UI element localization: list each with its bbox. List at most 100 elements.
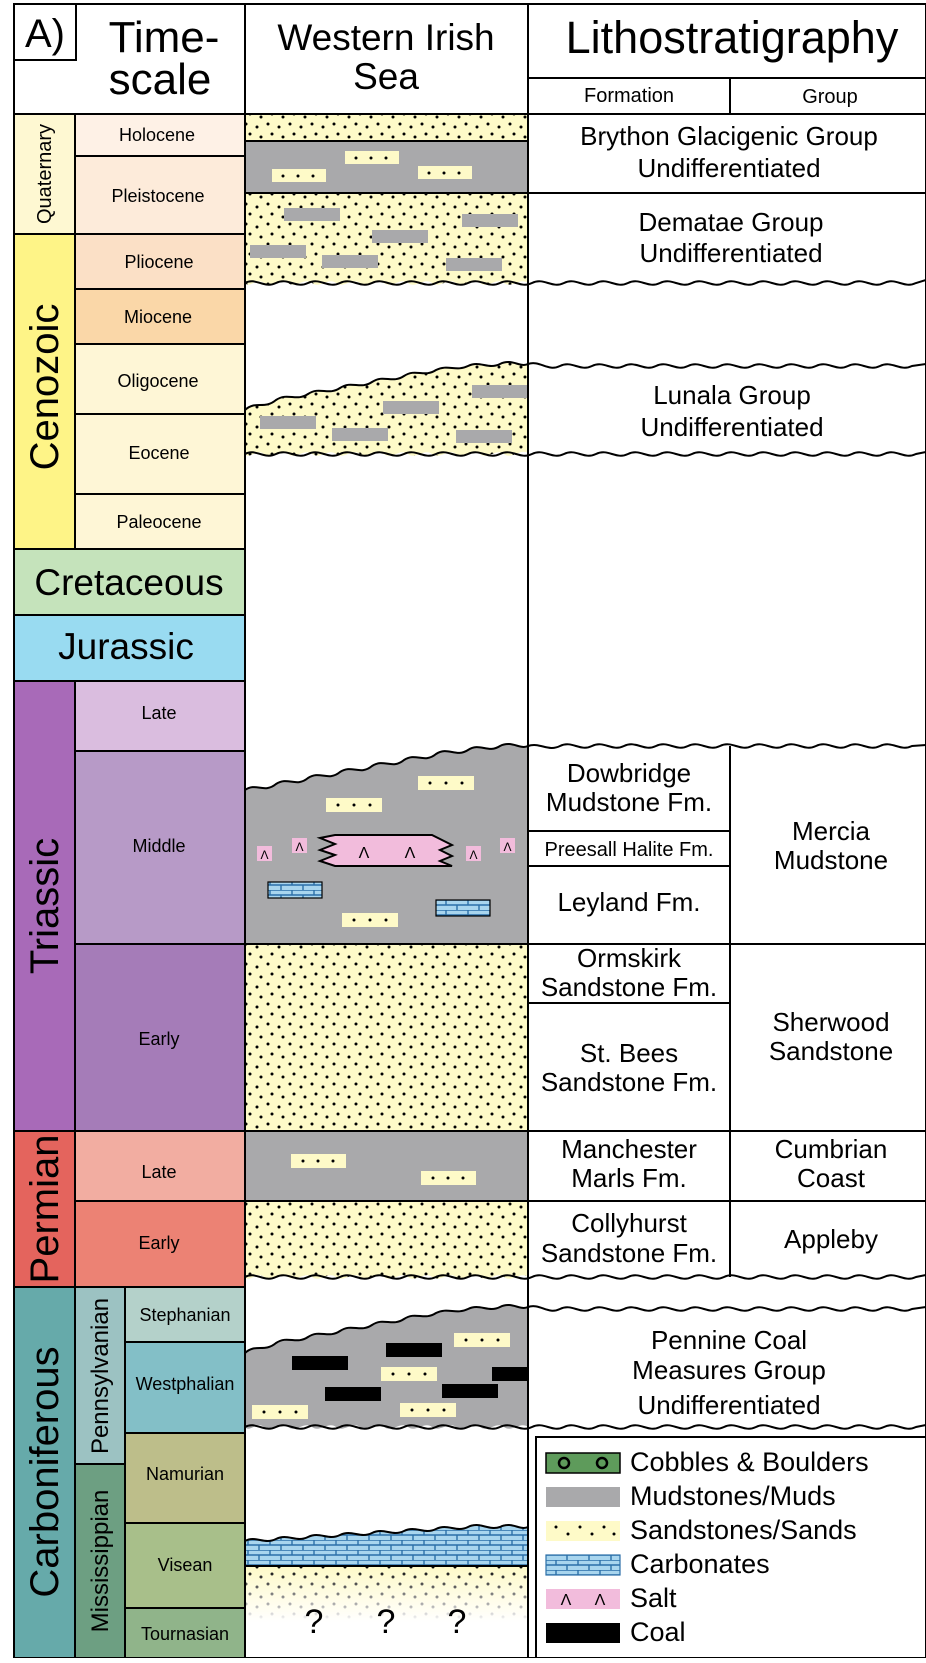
pennine-label-line1: Pennine Coal: [651, 1325, 807, 1355]
sand-lens: [418, 776, 474, 790]
sand-lens: [345, 151, 399, 164]
wis-header-line1: Western Irish: [277, 17, 494, 58]
mud-lens: [260, 416, 316, 429]
cretaceous-label: Cretaceous: [34, 562, 223, 603]
permian-early-label: Early: [138, 1233, 179, 1253]
sand-lens: [400, 1403, 456, 1417]
coal-seam: [386, 1343, 442, 1357]
salt-clast: Λ: [466, 846, 481, 862]
pennine-label-line3: Undifferentiated: [637, 1390, 820, 1420]
namurian-label: Namurian: [146, 1464, 224, 1484]
coal-seam: [325, 1387, 381, 1401]
mud-lens: [383, 401, 439, 414]
sand-lens: [421, 1171, 476, 1185]
manchester-label-line2: Marls Fm.: [571, 1163, 687, 1193]
collyhurst-label-line2: Sandstone Fm.: [541, 1238, 717, 1268]
manchester-mud-unit: [245, 1131, 528, 1201]
salt-body: Λ Λ: [320, 835, 452, 866]
holocene-sand-unit: [245, 114, 528, 141]
triassic-early-label: Early: [138, 1029, 179, 1049]
carboniferous-label: Carboniferous: [23, 1346, 67, 1597]
legend-label: Mudstones/Muds: [630, 1481, 836, 1511]
svg-text:Λ: Λ: [359, 845, 370, 862]
brython-label-line2: Undifferentiated: [637, 153, 820, 183]
coal-seam: [442, 1384, 498, 1398]
unknown-marker: ?: [448, 1603, 467, 1641]
stbees-label-line2: Sandstone Fm.: [541, 1067, 717, 1097]
formation-header: Formation: [584, 85, 674, 107]
litho-header: Lithostratigraphy: [566, 12, 899, 63]
svg-text:Λ: Λ: [405, 845, 416, 862]
triassic-late-label: Late: [141, 703, 176, 723]
cobbles-swatch-icon: [546, 1453, 620, 1473]
cumbrian-label-line1: Cumbrian: [775, 1134, 888, 1164]
legend-label: Coal: [630, 1617, 686, 1647]
cenozoic-label: Cenozoic: [23, 304, 67, 471]
carbonate-swatch-icon: [546, 1555, 620, 1575]
jurassic-label: Jurassic: [58, 626, 194, 667]
stephanian-label: Stephanian: [139, 1305, 230, 1325]
appleby-label: Appleby: [784, 1224, 878, 1254]
brython-label-line1: Brython Glacigenic Group: [580, 121, 878, 151]
group-header: Group: [802, 86, 858, 108]
oligocene-label: Oligocene: [117, 371, 198, 391]
westphalian-label: Westphalian: [136, 1374, 235, 1394]
stbees-label-line1: St. Bees: [580, 1038, 678, 1068]
panel-label: A): [25, 12, 65, 56]
legend-label: Sandstones/Sands: [630, 1515, 857, 1545]
svg-text:Λ: Λ: [595, 1592, 606, 1609]
mud-lens: [462, 214, 518, 227]
triassic-middle-label: Middle: [132, 836, 185, 856]
svg-text:Λ: Λ: [295, 840, 303, 854]
mud-lens: [372, 230, 428, 243]
sherwood-sand-unit: [245, 944, 528, 1131]
coal-seam: [492, 1367, 528, 1381]
legend-label: Salt: [630, 1583, 677, 1613]
coal-swatch-icon: [546, 1623, 620, 1643]
mud-lens: [472, 385, 528, 398]
dowbridge-label-line1: Dowbridge: [567, 758, 691, 788]
collyhurst-label-line1: Collyhurst: [571, 1208, 687, 1238]
wis-header-line2: Sea: [353, 56, 419, 97]
sand-lens: [381, 1367, 437, 1381]
svg-text:Λ: Λ: [503, 840, 511, 854]
unknown-marker: ?: [377, 1603, 396, 1641]
ormskirk-label-line2: Sandstone Fm.: [541, 972, 717, 1002]
permian-label: Permian: [23, 1135, 67, 1284]
leyland-label: Leyland Fm.: [557, 887, 700, 917]
lunala-label-line1: Lunala Group: [653, 380, 811, 410]
pennsylvanian-label: Pennsylvanian: [87, 1298, 114, 1454]
mud-lens: [322, 255, 378, 268]
header-texts: A) Time- scale Western Irish Sea Lithost…: [25, 12, 899, 108]
paleocene-label: Paleocene: [116, 512, 201, 532]
mercia-label-line2: Mudstone: [774, 845, 888, 875]
cumbrian-label-line2: Coast: [797, 1163, 866, 1193]
triassic-label: Triassic: [23, 838, 67, 974]
sand-lens: [342, 913, 398, 927]
pleistocene-label: Pleistocene: [111, 186, 204, 206]
coal-seam: [292, 1356, 348, 1370]
salt-clast: Λ: [500, 838, 515, 854]
pennine-label-line2: Measures Group: [632, 1355, 826, 1385]
mud-lens: [446, 258, 502, 271]
pliocene-label: Pliocene: [124, 252, 193, 272]
sand-lens: [326, 798, 382, 812]
quaternary-label: Quaternary: [34, 124, 56, 224]
svg-text:Λ: Λ: [469, 848, 477, 862]
sand-lens: [272, 169, 326, 182]
tournasian-label: Tournasian: [141, 1624, 229, 1644]
ormskirk-label-line1: Ormskirk: [577, 943, 682, 973]
sandstone-swatch-icon: [546, 1521, 620, 1541]
carbonate-lens: [436, 900, 490, 916]
mudstone-swatch-icon: [546, 1487, 620, 1507]
mud-lens: [456, 430, 512, 443]
holocene-label: Holocene: [119, 125, 195, 145]
svg-text:Λ: Λ: [260, 848, 268, 862]
lunala-label-line2: Undifferentiated: [640, 412, 823, 442]
sand-lens: [252, 1405, 308, 1419]
sherwood-label-line2: Sandstone: [769, 1036, 893, 1066]
eocene-label: Eocene: [128, 443, 189, 463]
mississippian-label: Mississippian: [87, 1490, 114, 1633]
sand-lens: [291, 1154, 346, 1168]
